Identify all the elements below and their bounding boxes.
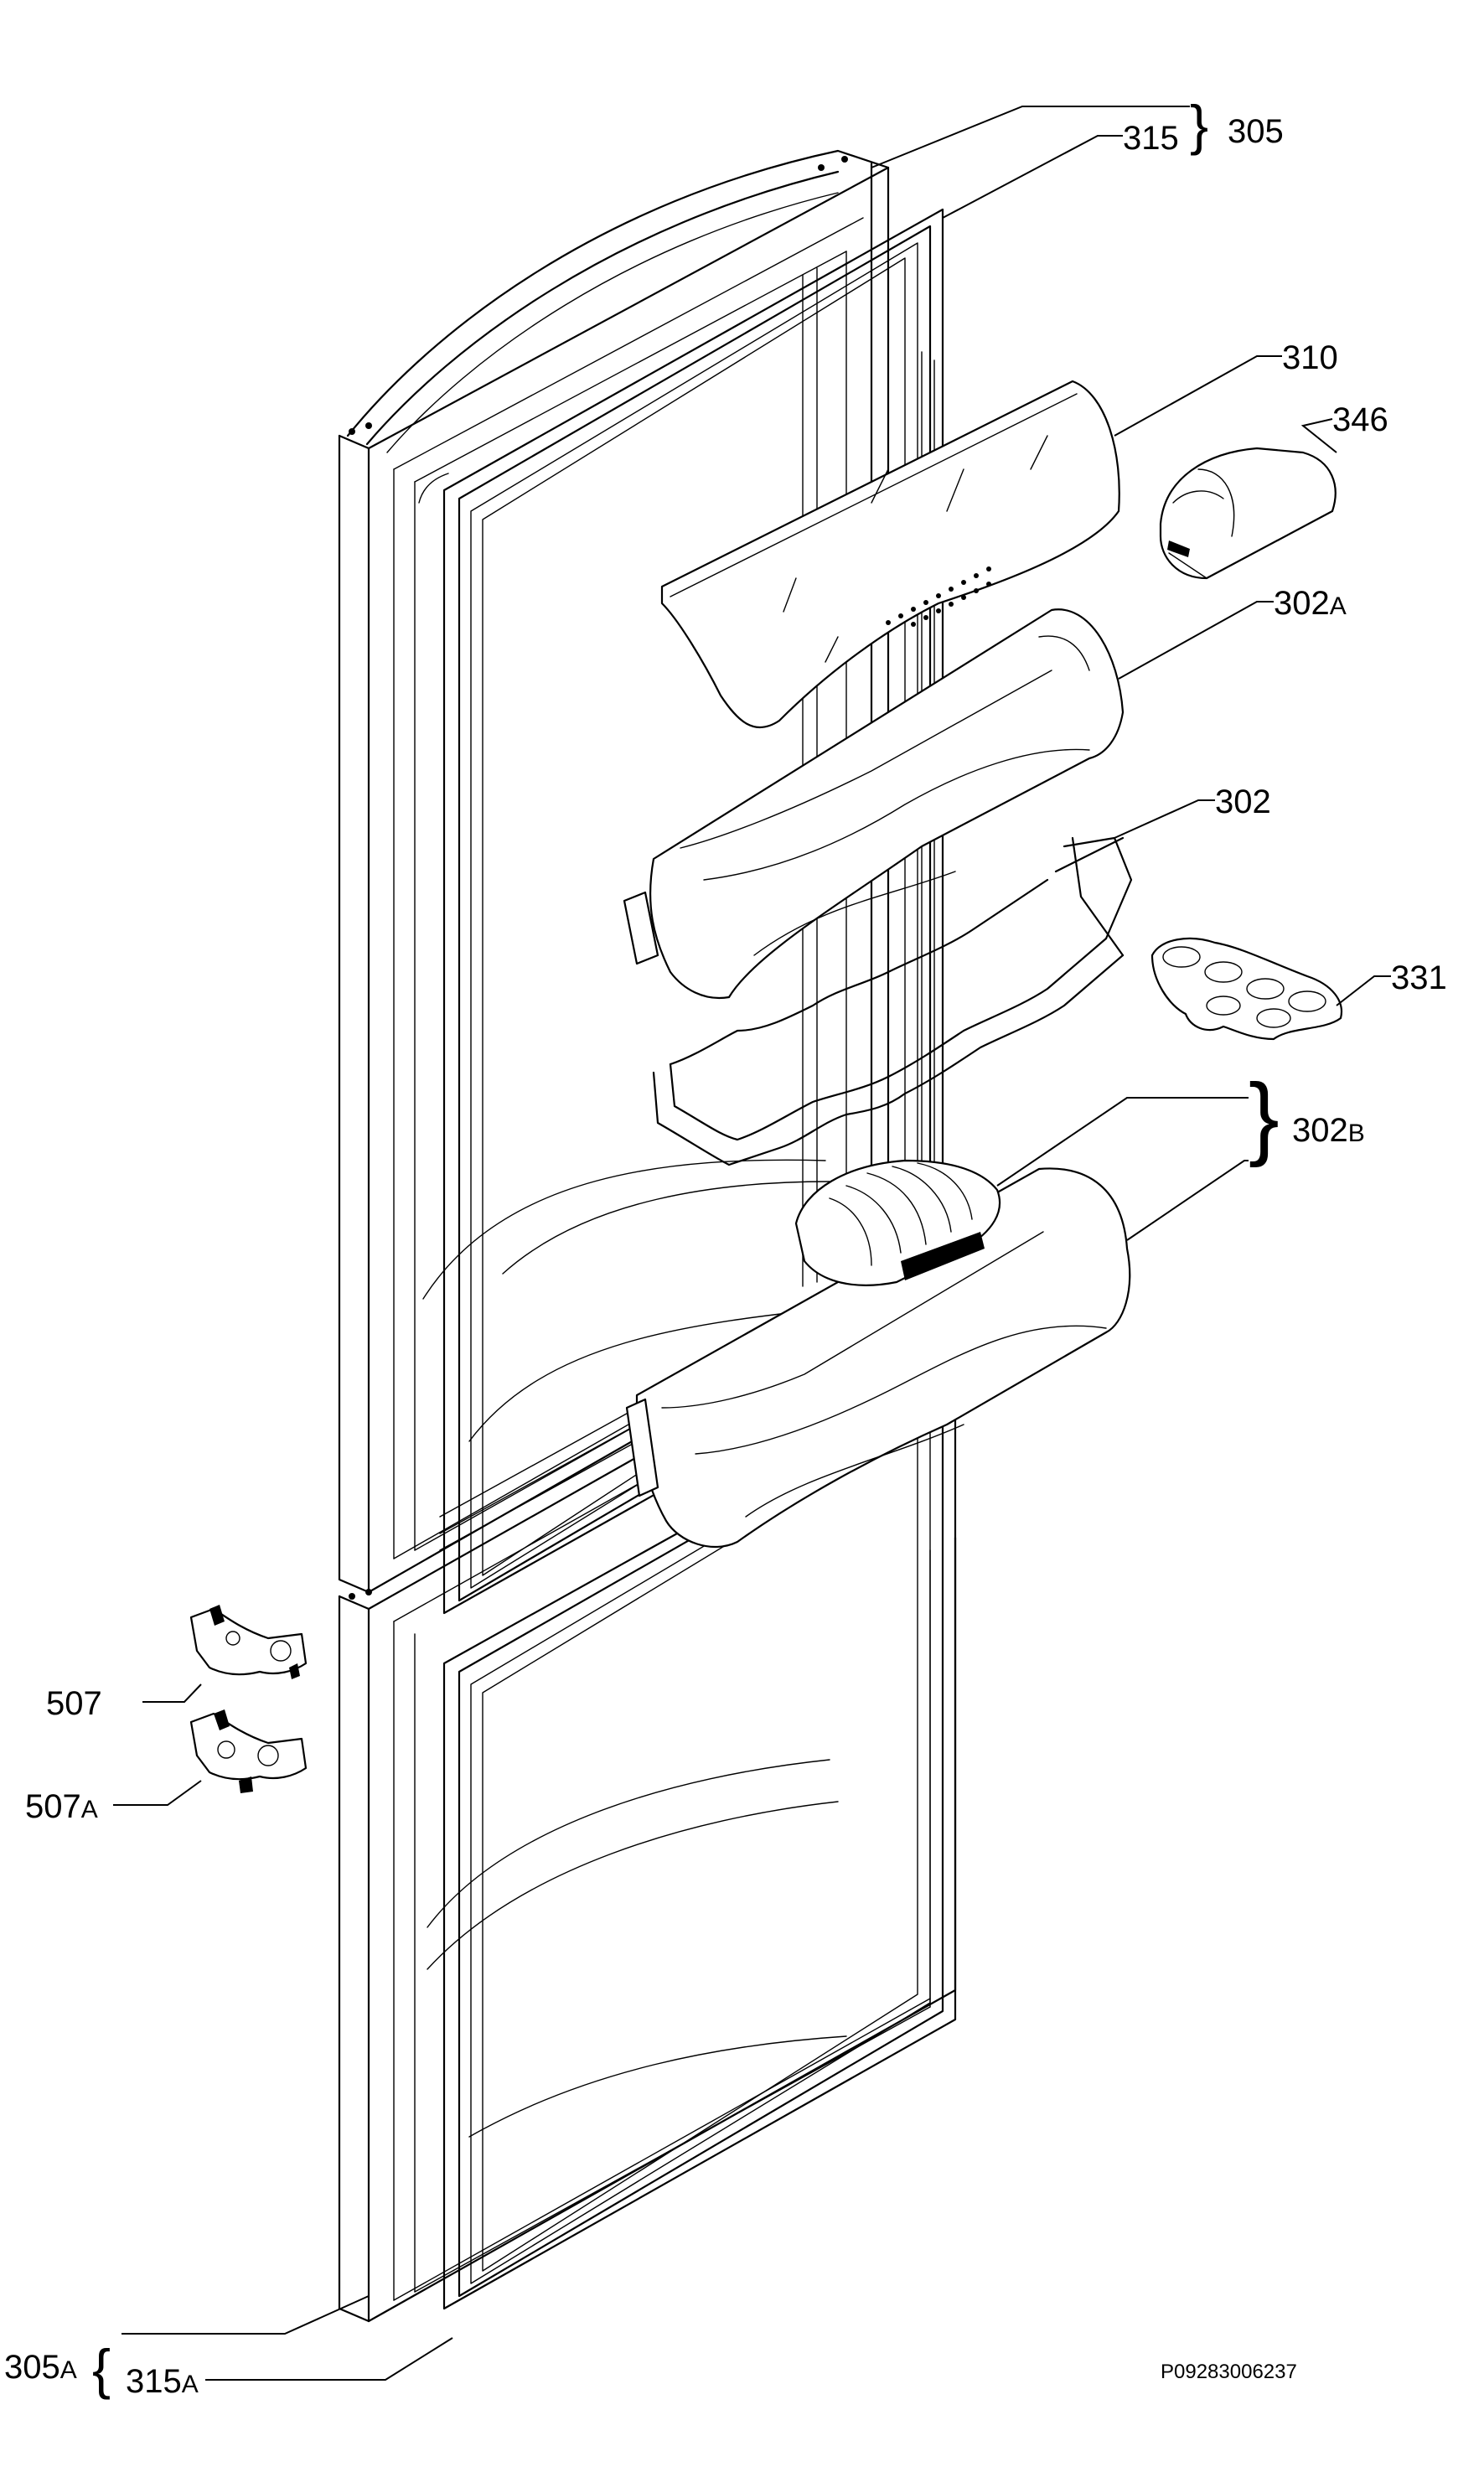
label-315a: 315A bbox=[126, 2363, 199, 2400]
label-310: 310 bbox=[1282, 339, 1338, 376]
bottle-rail-302 bbox=[652, 836, 1133, 1166]
brace-302b: } bbox=[1249, 1065, 1280, 1168]
brace-305a: { bbox=[92, 2338, 111, 2400]
label-302a: 302A bbox=[1274, 585, 1347, 622]
leader-lines bbox=[113, 106, 1391, 2381]
door-bin-302a bbox=[623, 608, 1125, 1000]
label-305: 305 bbox=[1228, 113, 1284, 150]
brace-305: } bbox=[1190, 94, 1208, 156]
part-labels: 305 } 315 310 346 302A 302 331 } 302B 50… bbox=[4, 94, 1447, 2400]
label-331: 331 bbox=[1391, 959, 1447, 996]
egg-tray-331 bbox=[1150, 937, 1343, 1041]
label-305a: 305A bbox=[4, 2349, 77, 2386]
bin-lid-302b bbox=[794, 1159, 1001, 1286]
drawing-code: P09283006237 bbox=[1161, 2361, 1297, 2383]
vent-holes bbox=[886, 566, 991, 627]
label-507: 507 bbox=[46, 1685, 102, 1722]
label-302b: 302B bbox=[1292, 1112, 1365, 1149]
shelf-lid-310 bbox=[660, 380, 1120, 729]
label-346: 346 bbox=[1332, 401, 1388, 438]
label-302: 302 bbox=[1215, 783, 1271, 820]
door-bin-302b bbox=[625, 1167, 1131, 1549]
label-315: 315 bbox=[1123, 120, 1179, 157]
hinge-507a bbox=[189, 1709, 308, 1793]
butter-dish-346 bbox=[1159, 447, 1337, 580]
hinge-507 bbox=[189, 1605, 308, 1679]
label-507a: 507A bbox=[25, 1788, 98, 1825]
